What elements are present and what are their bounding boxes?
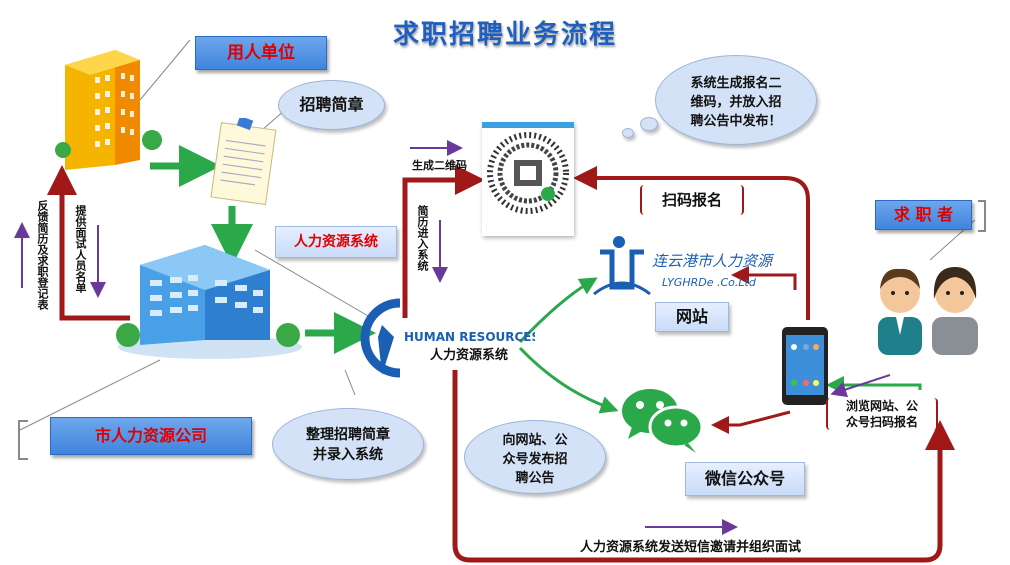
notepad-icon	[210, 118, 277, 206]
organize-bubble: 整理招聘简章 并录入系统	[272, 408, 424, 480]
diagram-title: 求职招聘业务流程	[392, 20, 617, 50]
hr-logo-text: HUMAN RESOURCES	[404, 330, 535, 344]
arrow-sms-invite	[452, 370, 955, 563]
generate-qr-label: 生成二维码	[412, 159, 467, 172]
interview-list-label: 提供面试人员名单	[74, 205, 87, 293]
arrow-system-to-qr	[402, 165, 485, 318]
site-logo-cn: 连云港市人力资源	[652, 252, 775, 270]
browse-label: 浏览网站、公 众号扫码报名	[826, 398, 938, 430]
site-logo-en: LYGHRDe .Co.Ltd	[662, 276, 757, 289]
jobseekers-people-icon	[878, 267, 978, 355]
qr-thought-bubble: 系统生成报名二 维码，并放入招 聘公告中发布！	[655, 55, 817, 145]
resume-import-label: 简历进入系统	[416, 205, 429, 271]
phone-icon	[782, 327, 828, 405]
jobseeker-label: 求 职 者	[875, 200, 972, 230]
scan-register-label: 扫码报名	[640, 185, 744, 215]
hr-logo-sub: 人力资源系统	[430, 347, 508, 363]
company-building-icon	[116, 245, 302, 359]
hr-system-label: 人力资源系统	[275, 226, 397, 258]
arrow-scan-register	[573, 166, 810, 320]
arrow-system-to-website	[518, 277, 598, 344]
qr-code-icon	[487, 132, 569, 214]
arrow-company-to-employer	[47, 165, 130, 321]
website-logo: 连云港市人力资源 LYGHRDe .Co.Ltd	[593, 236, 775, 296]
qr-code-card[interactable]: .	[482, 122, 574, 236]
sms-invite-label: 人力资源系统发送短信邀请并组织面试	[580, 540, 802, 555]
employer-building-icon	[55, 50, 162, 170]
hr-company-label: 市人力资源公司	[50, 417, 252, 455]
recruit-brochure-bubble: 招聘简章	[278, 80, 385, 130]
publish-bubble: 向网站、公 众号发布招 聘公告	[464, 420, 606, 494]
arrow-system-to-wechat	[518, 346, 619, 414]
feedback-label: 反馈简历及求职登记表	[36, 200, 49, 310]
wechat-label: 微信公众号	[685, 462, 805, 496]
website-label: 网站	[655, 302, 729, 332]
hr-system-logo: HUMAN RESOURCES 人力资源系统	[360, 298, 535, 378]
wechat-icon	[622, 389, 704, 453]
employer-label: 用人单位	[195, 36, 327, 70]
employer-callout-line	[139, 39, 191, 101]
